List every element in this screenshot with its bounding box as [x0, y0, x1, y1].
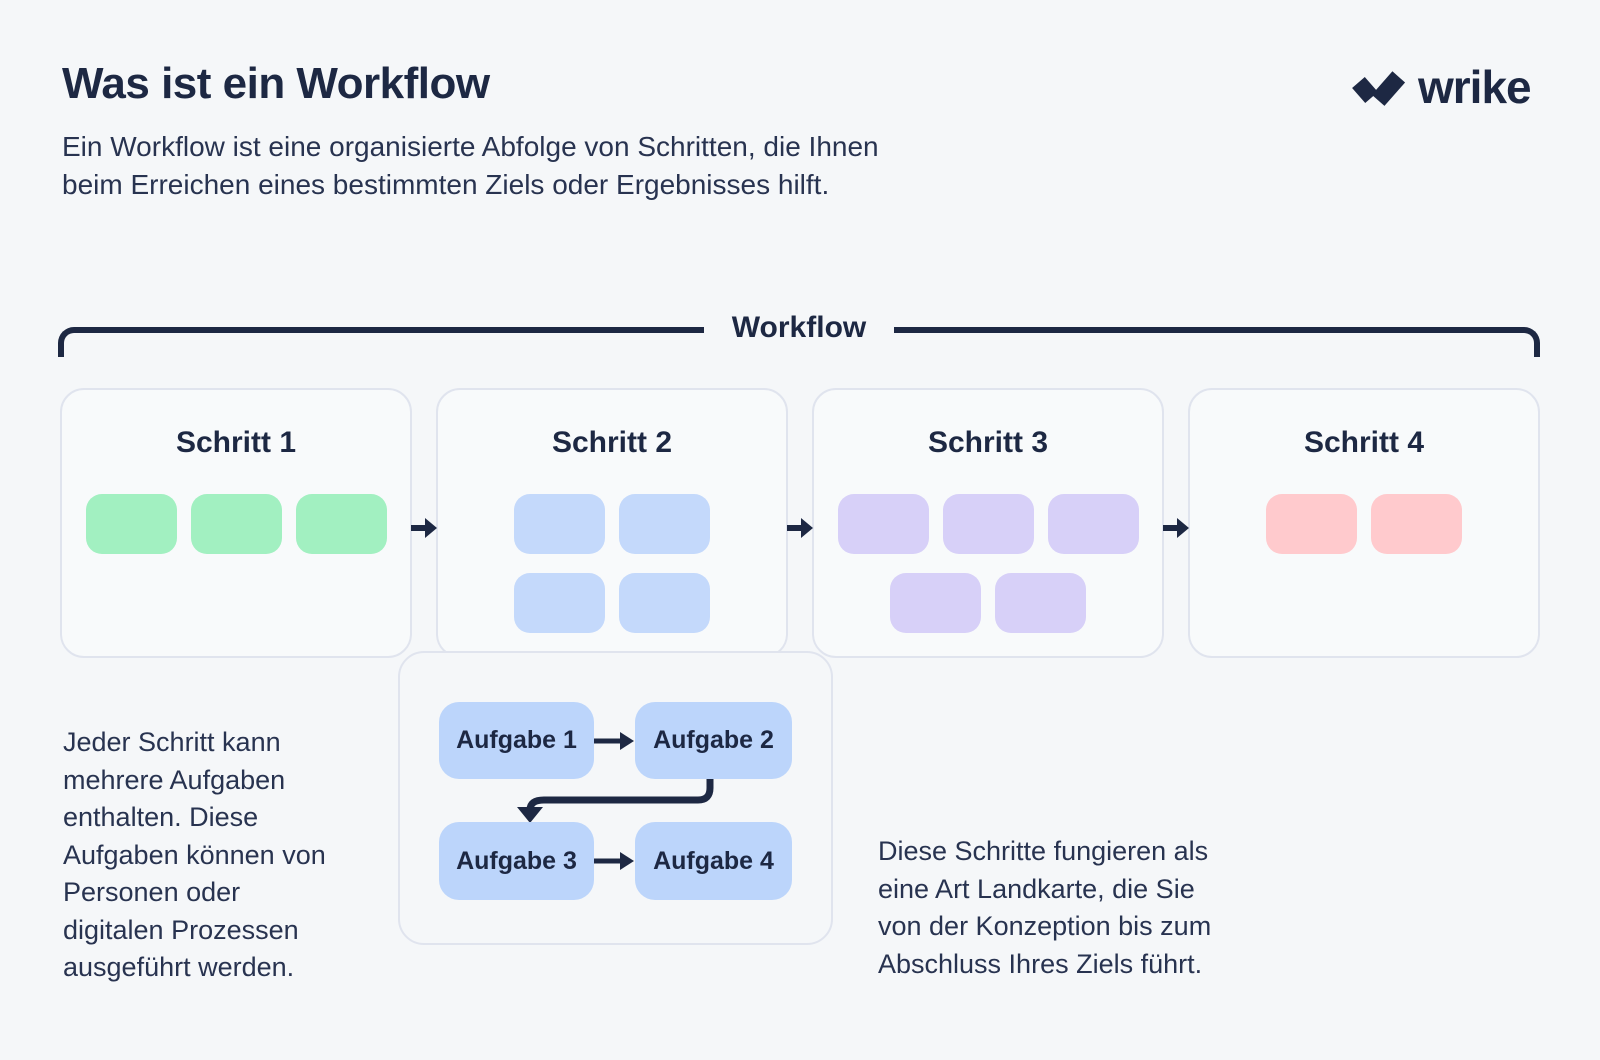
- step-card-1: Schritt 1: [60, 388, 412, 658]
- text-line: Diese Schritte fungieren als: [878, 836, 1209, 866]
- task-block: [514, 494, 605, 554]
- task-block: [619, 573, 710, 633]
- task-block: [619, 494, 710, 554]
- note-right: Diese Schritte fungieren als eine Art Lan…: [878, 833, 1211, 983]
- task-block: [995, 573, 1086, 633]
- text-line: eine Art Landkarte, die Sie: [878, 873, 1195, 904]
- task-box-aufgabe-3: Aufgabe 3: [439, 822, 594, 900]
- block-row: [814, 573, 1162, 633]
- workflow-bracket-label: Workflow: [731, 311, 867, 344]
- step-card-2: Schritt 2: [436, 388, 788, 658]
- wrike-wordmark: wrike: [1418, 61, 1532, 113]
- text-line: Ein Workflow ist eine organisierte Abfol…: [62, 131, 879, 162]
- task-block: [837, 494, 929, 554]
- task-box-aufgabe-2: Aufgabe 2: [635, 702, 792, 779]
- arrow-right-icon: [594, 731, 634, 751]
- step-card-4: Schritt 4: [1188, 388, 1540, 658]
- arrow-right-icon: [1163, 518, 1189, 538]
- step-title: Schritt 3: [927, 426, 1049, 459]
- tasks-detail-card: Aufgabe 1 Aufgabe 2 Aufgabe 3 Aufgabe 4: [398, 651, 833, 945]
- arrow-right-icon: [411, 518, 437, 538]
- block-row: [62, 494, 410, 554]
- text-line: mehrere Aufgaben: [63, 764, 286, 795]
- arrow-right-icon: [594, 851, 634, 871]
- block-row: [438, 494, 786, 554]
- text-line: Aufgaben können von: [63, 839, 326, 870]
- page-subtitle: Ein Workflow ist eine organisierte Abfol…: [62, 128, 879, 204]
- task-box-aufgabe-4: Aufgabe 4: [635, 822, 792, 900]
- task-block: [942, 494, 1034, 554]
- block-row: [814, 494, 1162, 554]
- task-block: [1371, 494, 1462, 554]
- block-row: [1190, 494, 1538, 554]
- task-block: [190, 494, 282, 554]
- task-block: [890, 573, 981, 633]
- block-row: [438, 573, 786, 633]
- text-line: beim Erreichen eines bestimmten Ziels od…: [62, 169, 830, 200]
- arrow-right-icon: [787, 518, 813, 538]
- steps-row: Schritt 1 Schritt 2 Schritt 3 Schritt 4: [60, 388, 1540, 658]
- task-block: [514, 573, 605, 633]
- text-line: enthalten. Diese: [63, 802, 259, 832]
- step-card-3: Schritt 3: [812, 388, 1164, 658]
- wrike-logo: wrike: [1350, 61, 1532, 114]
- step-title: Schritt 1: [175, 426, 297, 459]
- step-title: Schritt 4: [1303, 426, 1425, 459]
- wrike-check-icon: [1352, 71, 1406, 106]
- task-block: [1047, 494, 1139, 554]
- text-line: ausgeführt werden.: [63, 952, 295, 982]
- page-title: Was ist ein Workflow: [62, 59, 490, 108]
- text-line: von der Konzeption bis zum: [878, 911, 1212, 941]
- step-title: Schritt 2: [551, 426, 673, 459]
- task-block: [295, 494, 387, 554]
- note-left: Jeder Schritt kann mehrere Aufgaben enthal…: [63, 724, 326, 987]
- workflow-bracket: Workflow: [58, 313, 1541, 357]
- text-line: Abschluss Ihres Ziels führt.: [878, 948, 1203, 979]
- text-line: Personen oder: [63, 877, 241, 907]
- task-block: [1266, 494, 1357, 554]
- elbow-arrow-icon: [517, 775, 714, 823]
- task-box-aufgabe-1: Aufgabe 1: [439, 702, 594, 779]
- task-block: [85, 494, 177, 554]
- bracket-line-right: [894, 327, 1541, 357]
- text-line: Jeder Schritt kann: [63, 727, 281, 757]
- bracket-line-left: [58, 327, 704, 357]
- text-line: digitalen Prozessen: [63, 914, 299, 945]
